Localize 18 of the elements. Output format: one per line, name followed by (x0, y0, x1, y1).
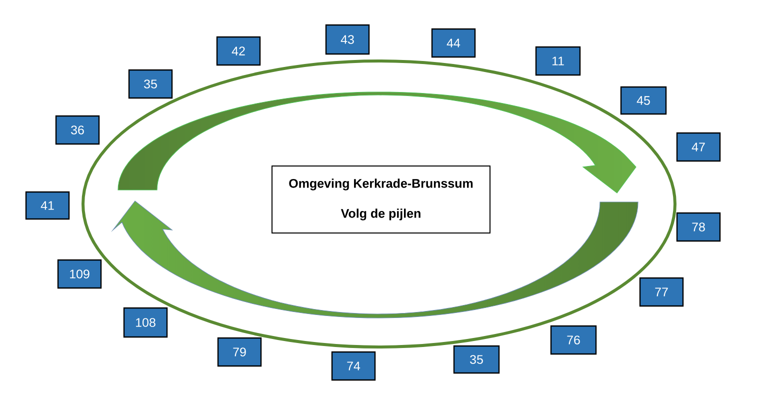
number-box: 35 (128, 69, 173, 99)
number-box: 76 (550, 325, 597, 355)
number-box: 47 (676, 132, 721, 162)
title-box: Omgeving Kerkrade-Brunssum Volg de pijlen (272, 166, 490, 234)
number-box: 79 (217, 337, 262, 367)
number-box: 36 (55, 115, 100, 145)
number-box: 41 (25, 191, 70, 220)
number-box: 43 (325, 24, 370, 55)
number-box: 35 (453, 345, 500, 374)
number-box: 74 (331, 351, 376, 381)
number-box: 77 (639, 277, 684, 307)
number-box: 109 (57, 259, 102, 289)
number-box: 78 (676, 212, 721, 242)
number-box: 45 (620, 86, 667, 115)
number-box: 44 (431, 28, 476, 58)
number-box: 42 (216, 36, 261, 66)
number-box: 11 (535, 46, 581, 76)
number-box: 108 (123, 307, 168, 338)
